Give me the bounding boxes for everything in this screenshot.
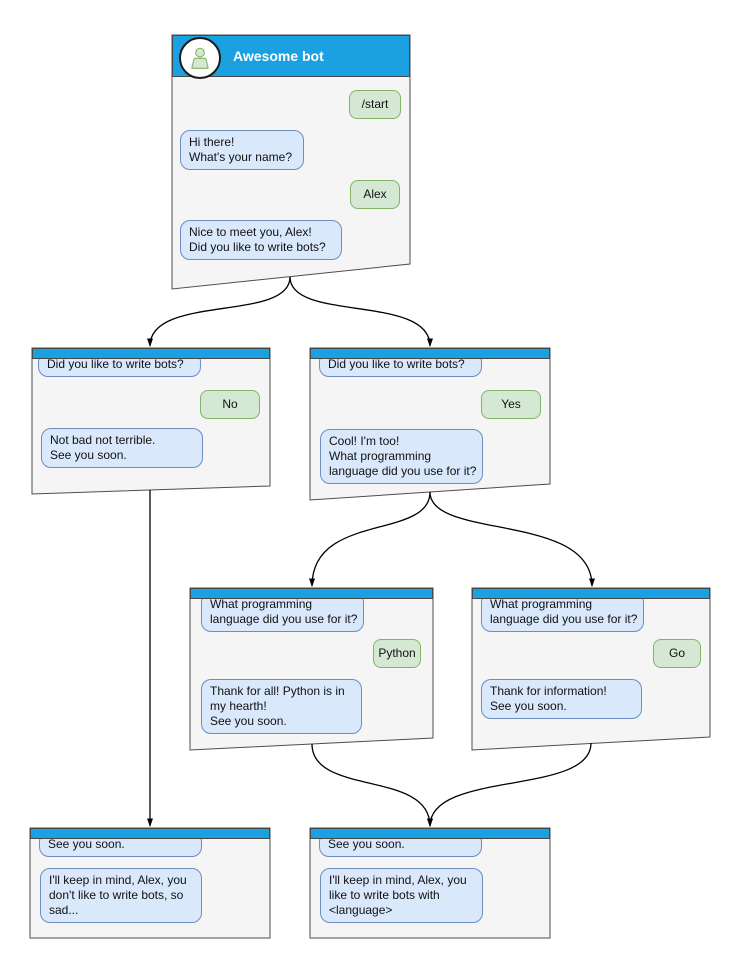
edge-go-to-end-yes (427, 742, 592, 827)
go-branch-window-header (472, 588, 710, 599)
bot-reply-bubble-yes-branch: Cool! I'm too! What programming language… (320, 429, 483, 484)
bot-avatar (179, 37, 221, 79)
bot-question-bubble-main: Nice to meet you, Alex! Did you like to … (180, 220, 342, 260)
bot-reply-bubble-no-branch: Not bad not terrible. See you soon. (41, 428, 203, 468)
yes-branch-window-header (310, 348, 550, 359)
main-window-header: Awesome bot (172, 35, 410, 79)
user-answer-python-bubble: Python (373, 639, 421, 668)
user-answer-yes-bubble: Yes (481, 390, 541, 419)
user-answer-no-bubble: No (200, 390, 260, 419)
user-answer-go-bubble: Go (653, 639, 701, 668)
edge-yes-to-python (309, 491, 431, 587)
person-icon (191, 47, 209, 69)
edge-main-to-no (147, 276, 291, 347)
python-branch-window-header (190, 588, 433, 599)
end-yes-window-header (310, 828, 550, 839)
bot-reply-bubble-end-yes: I'll keep in mind, Alex, you like to wri… (320, 868, 483, 923)
edge-yes-to-go (429, 491, 595, 587)
user-name-bubble: Alex (350, 180, 400, 209)
bot-reply-bubble-go-branch: Thank for information! See you soon. (481, 679, 642, 719)
edge-python-to-end-yes (311, 743, 433, 827)
bot-reply-bubble-python-branch: Thank for all! Python is in my hearth! S… (201, 679, 362, 734)
end-no-window-header (30, 828, 270, 839)
no-branch-window-header (32, 348, 270, 359)
edge-main-to-yes (289, 276, 433, 347)
bot-greeting-bubble: Hi there! What's your name? (180, 130, 304, 170)
main-window-title: Awesome bot (233, 48, 324, 64)
bot-reply-bubble-end-no: I'll keep in mind, Alex, you don't like … (40, 868, 202, 923)
user-start-bubble: /start (349, 90, 401, 119)
